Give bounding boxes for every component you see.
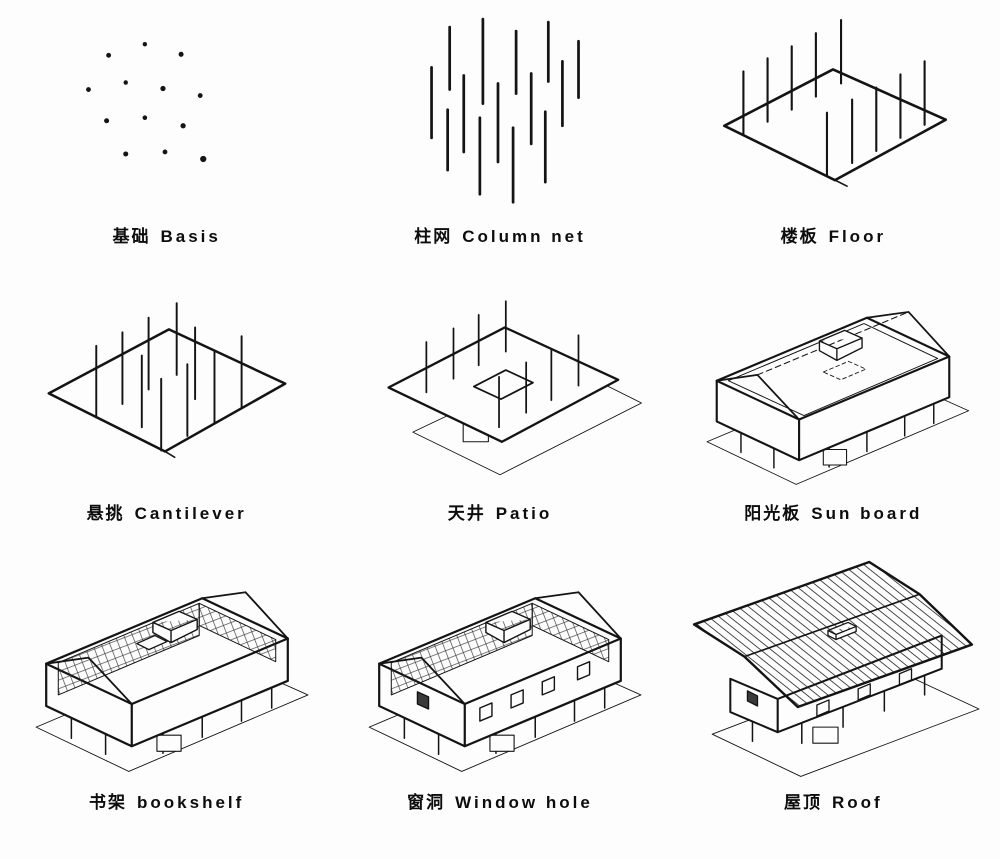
step-column-net: 柱网 Column net [333,0,666,273]
caption-patio-cn: 天井 [447,504,486,523]
step-window-hole: 窗洞 Window hole [333,550,666,859]
caption-column-net: 柱网 Column net [414,222,586,247]
floor-sketch-area [671,6,996,220]
caption-column-net-en: Column net [462,227,586,246]
caption-cantilever: 悬挑 Cantilever [87,499,247,524]
sun-board-sketch [706,311,970,485]
step-basis: 基础 Basis [0,0,333,273]
cantilever-sketch-area [4,279,329,497]
step-cantilever: 悬挑 Cantilever [0,273,333,550]
column-net-sketch [430,18,580,204]
roof-sketch [693,560,980,777]
step-sun-board: 阳光板 Sun board [667,273,1000,550]
caption-roof-cn: 屋顶 [783,793,822,812]
caption-roof: 屋顶 Roof [784,788,883,813]
caption-window-hole-cn: 窗洞 [407,793,446,812]
caption-floor-cn: 楼板 [780,227,819,246]
sun-board-sketch-area [671,279,996,497]
window-hole-sketch [368,591,642,772]
bookshelf-sketch-area [4,556,329,786]
basis-sketch-area [4,6,329,220]
caption-window-hole: 窗洞 Window hole [407,788,593,813]
caption-cantilever-en: Cantilever [134,504,247,523]
roof-sketch-area [671,556,996,786]
column-net-sketch-area [337,6,662,220]
patio-sketch [387,300,642,476]
caption-window-hole-en: Window hole [455,793,593,812]
caption-floor: 楼板 Floor [781,222,887,247]
caption-basis: 基础 Basis [112,222,220,247]
bookshelf-sketch [35,591,309,772]
caption-patio: 天井 Patio [448,499,553,524]
caption-patio-en: Patio [495,504,553,523]
caption-roof-en: Roof [831,793,883,812]
step-bookshelf: 书架 bookshelf [0,550,333,859]
caption-floor-en: Floor [828,227,887,246]
caption-basis-cn: 基础 [112,227,151,246]
foundation-dots-sketch [85,42,207,163]
floor-slab-sketch [723,19,948,188]
window-hole-sketch-area [337,556,662,786]
caption-basis-en: Basis [160,227,221,246]
caption-sun-board: 阳光板 Sun board [744,499,922,524]
caption-bookshelf: 书架 bookshelf [89,788,244,813]
step-roof: 屋顶 Roof [667,550,1000,859]
step-patio: 天井 Patio [333,273,666,550]
caption-bookshelf-cn: 书架 [89,793,128,812]
cantilever-sketch [47,302,287,459]
caption-column-net-cn: 柱网 [414,227,453,246]
step-floor: 楼板 Floor [667,0,1000,273]
caption-sun-board-en: Sun board [811,504,923,523]
patio-sketch-area [337,279,662,497]
caption-bookshelf-en: bookshelf [137,793,245,812]
caption-sun-board-cn: 阳光板 [744,504,802,523]
caption-cantilever-cn: 悬挑 [86,504,125,523]
